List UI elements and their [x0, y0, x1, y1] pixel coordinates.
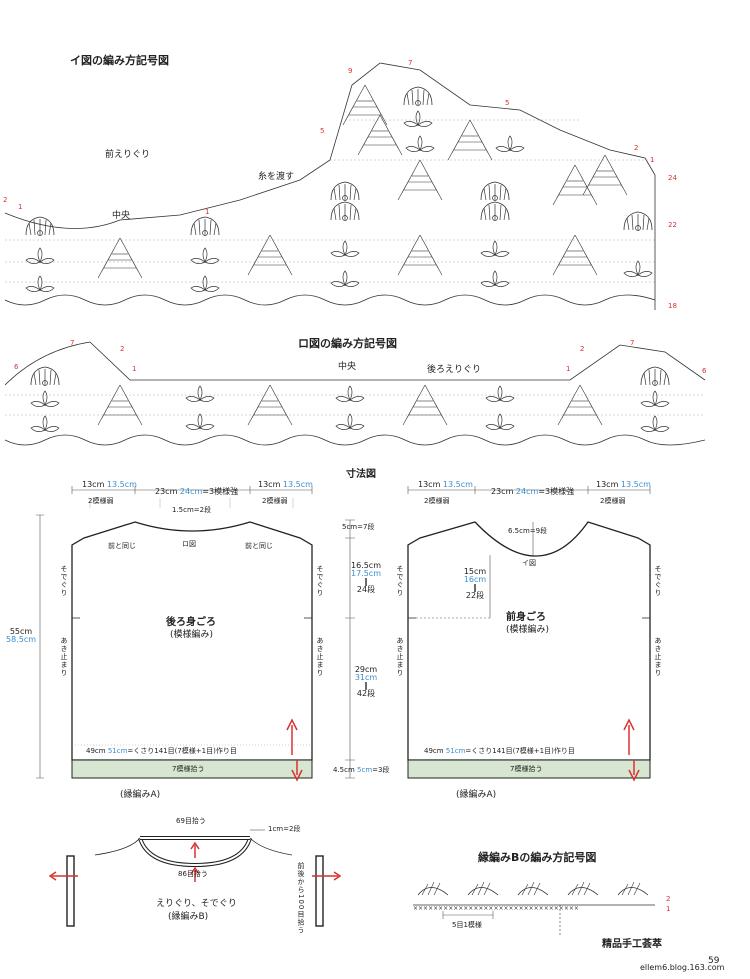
back-side-left-top: そでぐり — [60, 565, 68, 597]
front-pickup: 7模様拾う — [510, 765, 543, 773]
label-thread: 糸を渡す — [258, 172, 295, 182]
back-body-name: 後ろ身ごろ — [166, 617, 216, 628]
neck-pick-bottom: 86目拾う — [178, 870, 208, 878]
row-label: 18 — [668, 302, 677, 310]
back-pickup: 7模様拾う — [172, 765, 205, 773]
chart-a-motifs — [25, 84, 653, 292]
front-body-name: 前身ごろ — [506, 612, 546, 623]
row-label: 1 — [18, 203, 23, 211]
row-label: 2 — [3, 196, 8, 204]
front-neck-depth: 6.5cm=9段 — [508, 527, 548, 535]
row-label: 6 — [702, 367, 707, 375]
neck-pick-top: 69目拾う — [176, 817, 206, 825]
front-body-stitch: (模様編み) — [506, 625, 550, 635]
row-label: 1 — [132, 365, 137, 373]
back-body-stitch: (模様編み) — [170, 630, 214, 640]
back-border: (縁編みA) — [120, 790, 161, 800]
label-front-neck: 前えりぐり — [105, 150, 151, 160]
neck-name: えりぐり、そでぐり — [156, 899, 237, 909]
row-label: 22 — [668, 221, 677, 229]
dimensions-title: 寸法図 — [346, 469, 376, 480]
back-neck-ref: ロ図 — [182, 540, 196, 548]
front-arrows — [623, 718, 640, 782]
neckline-band — [48, 829, 342, 927]
label-center-b: 中央 — [338, 362, 357, 372]
back-arrows — [286, 718, 303, 782]
front-side-right-bot: あき止まり — [654, 637, 662, 677]
row-label: 7 — [630, 339, 635, 347]
back-top-left: 13cm 13.5cm — [82, 480, 137, 489]
front-body-shape — [407, 486, 651, 779]
front-bottom: 49cm 51cm=くさり141目(7模様+1目)作り目 — [424, 747, 575, 755]
neck-stitch: (縁編みB) — [168, 912, 209, 922]
row-label: 24 — [668, 174, 677, 182]
watermark: 精品手工荟萃 — [602, 939, 662, 950]
row-label: 7 — [408, 59, 413, 67]
row-label: 1 — [650, 156, 655, 164]
neck-side: 前後から100目拾う — [297, 862, 305, 935]
edge-b-repeat: 5目1模様 — [452, 921, 482, 929]
row-label: 1 — [205, 208, 210, 216]
chart-a-title: イ図の編み方記号図 — [70, 54, 169, 67]
row-label: 2 — [634, 144, 639, 152]
row-label: 9 — [348, 67, 353, 75]
front-neck-ref: イ図 — [522, 559, 536, 567]
back-bottom: 49cm 51cm=くさり141目(7模様+1目)作り目 — [86, 747, 237, 755]
edge-b-row: 1 — [666, 905, 671, 913]
back-top-right-sub: 2模様弱 — [262, 497, 288, 505]
row-label: 1 — [566, 365, 571, 373]
chart-a-lines — [4, 62, 656, 310]
page-number: 59 — [708, 956, 720, 966]
edge-b-title: 縁編みBの編み方記号図 — [478, 851, 597, 864]
svg-text:××××××××××××××××××××××××××××××: ××××××××××××××××××××××××××××××××× — [413, 905, 579, 912]
back-neck-depth: 1.5cm=2段 — [172, 506, 212, 514]
back-body-shape — [36, 486, 313, 779]
edge-b-row: 2 — [666, 895, 671, 903]
row-label: 7 — [70, 339, 75, 347]
front-top-right: 13cm 13.5cm — [596, 480, 651, 489]
back-side-right-top: そでぐり — [316, 565, 324, 597]
mid-top: 5cm=7段 — [342, 523, 375, 531]
neck-width-top: 1cm=2段 — [268, 825, 301, 833]
row-label: 5 — [320, 127, 325, 135]
row-label: 6 — [14, 363, 19, 371]
back-side-left-bot: あき止まり — [60, 637, 68, 677]
front-top-left-sub: 2模様弱 — [424, 497, 450, 505]
label-center-a: 中央 — [112, 211, 131, 221]
chart-b-title: ロ図の編み方記号図 — [298, 337, 397, 350]
front-top-left: 13cm 13.5cm — [418, 480, 473, 489]
front-border: (縁編みA) — [456, 790, 497, 800]
back-top-mid: 23cm 24cm=3模様強 — [155, 487, 239, 496]
row-label: 2 — [580, 345, 585, 353]
label-back-neck: 後ろえりぐり — [427, 365, 482, 375]
mid-c: 4.5cm 5cm=3段 — [333, 766, 390, 774]
front-side-left-bot: あき止まり — [396, 637, 404, 677]
front-side-left-top: そでぐり — [396, 565, 404, 597]
row-label: 2 — [120, 345, 125, 353]
front-top-right-sub: 2模様弱 — [600, 497, 626, 505]
back-shoulder-left: 前と同じ — [108, 542, 136, 550]
blog-url: ellem6.blog.163.com — [640, 963, 725, 972]
middle-measures — [345, 519, 355, 779]
back-top-right: 13cm 13.5cm — [258, 480, 313, 489]
back-shoulder-right: 前と同じ — [245, 542, 273, 550]
front-top-mid: 23cm 24cm=3模様強 — [491, 487, 575, 496]
back-top-left-sub: 2模様弱 — [88, 497, 114, 505]
edge-b-chart: ××××××××××××××××××××××××××××××××× — [413, 881, 655, 935]
row-label: 5 — [505, 99, 510, 107]
front-side-right-top: そでぐり — [654, 565, 662, 597]
back-side-right-bot: あき止まり — [316, 637, 324, 677]
